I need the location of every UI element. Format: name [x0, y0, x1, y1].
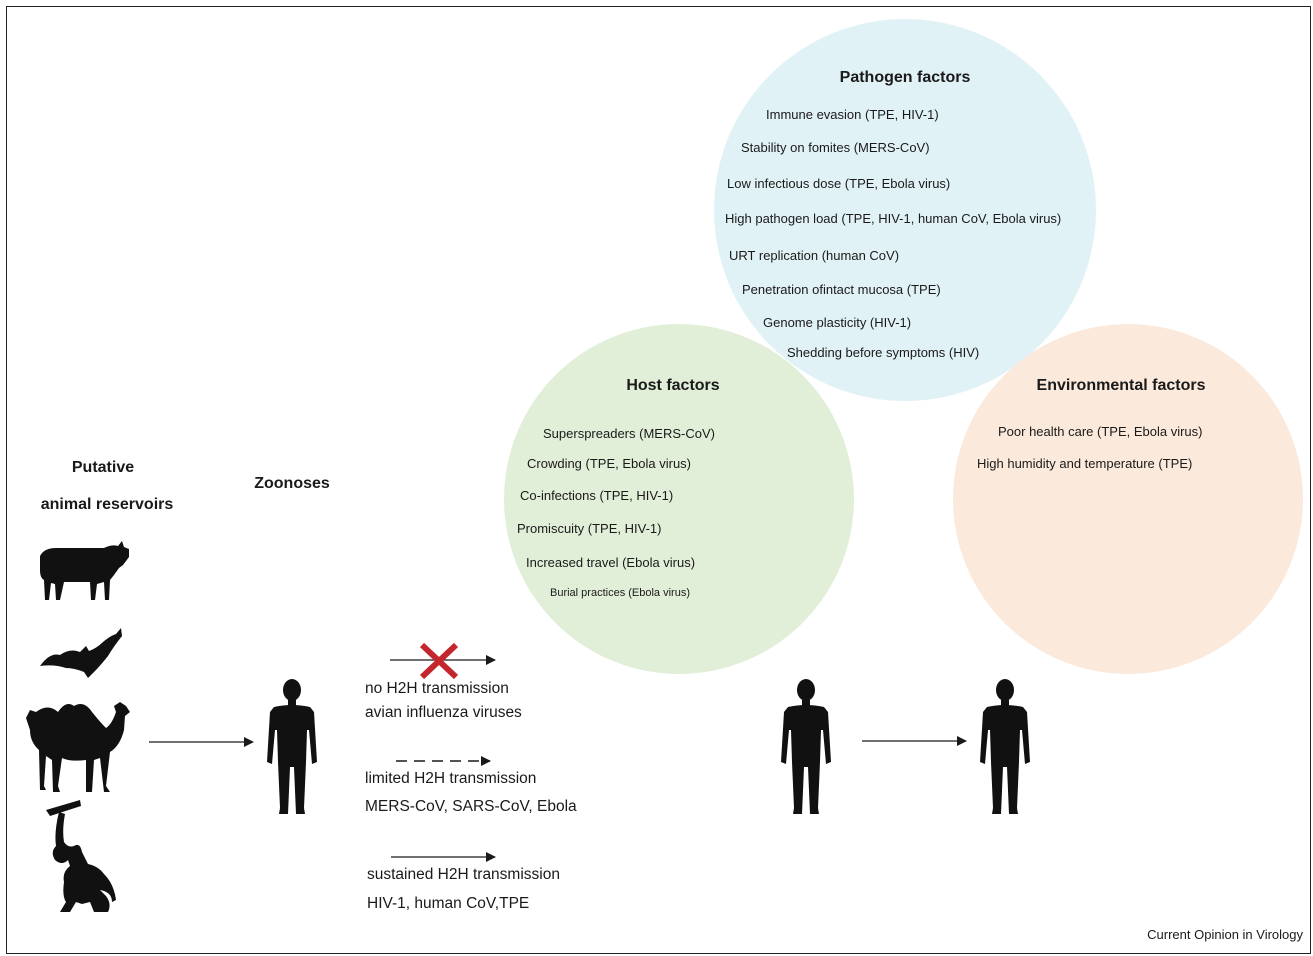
host-factors-circle	[504, 324, 854, 674]
reservoirs-title-line1: Putative	[71, 459, 135, 476]
environmental-factor-item: High humidity and temperature (TPE)	[977, 456, 1193, 471]
host-factor-item: Co-infections (TPE, HIV-1)	[520, 488, 674, 503]
pathogen-factor-item: High pathogen load (TPE, HIV-1, human Co…	[725, 211, 1062, 226]
host-factor-item: Burial practices (Ebola virus)	[550, 587, 690, 599]
blocked-cross-icon	[419, 642, 459, 680]
camel-icon	[26, 702, 130, 792]
environmental-factor-item: Poor health care (TPE, Ebola virus)	[998, 424, 1203, 439]
reservoirs-title-line2: animal reservoirs	[40, 496, 174, 513]
transmission-label: no H2H transmission	[365, 680, 509, 697]
human-icon	[980, 679, 1030, 814]
pathogen-factors-circle	[714, 19, 1096, 401]
zoonoses-title: Zoonoses	[254, 475, 330, 492]
transmission-examples: avian influenza viruses	[365, 704, 522, 721]
human-icon	[267, 679, 317, 814]
environmental-factors-title: Environmental factors	[1036, 377, 1206, 394]
pathogen-factor-item: Shedding before symptoms (HIV)	[787, 345, 980, 360]
environmental-factors-circle	[953, 324, 1303, 674]
host-factor-item: Superspreaders (MERS-CoV)	[543, 426, 715, 441]
pathogen-factor-item: Genome plasticity (HIV-1)	[763, 315, 912, 330]
chimpanzee-icon	[46, 800, 116, 912]
pathogen-factor-item: URT replication (human CoV)	[729, 248, 900, 263]
cow-icon	[40, 541, 129, 600]
transmission-label: limited H2H transmission	[365, 770, 537, 787]
host-factors-title: Host factors	[626, 377, 720, 394]
pathogen-factors-title: Pathogen factors	[839, 69, 971, 86]
transmission-examples: MERS-CoV, SARS-CoV, Ebola	[365, 798, 577, 815]
journal-credit: Current Opinion in Virology	[1147, 927, 1303, 942]
host-factor-item: Crowding (TPE, Ebola virus)	[527, 456, 691, 471]
human-icon	[781, 679, 831, 814]
pathogen-factor-item: Penetration ofintact mucosa (TPE)	[742, 282, 941, 297]
bat-icon	[40, 628, 122, 678]
transmission-label: sustained H2H transmission	[367, 866, 560, 883]
pathogen-factor-item: Low infectious dose (TPE, Ebola virus)	[727, 176, 951, 191]
pathogen-factor-item: Immune evasion (TPE, HIV-1)	[766, 107, 939, 122]
host-factor-item: Increased travel (Ebola virus)	[526, 555, 696, 570]
transmission-examples: HIV-1, human CoV,TPE	[367, 895, 530, 912]
pathogen-factor-item: Stability on fomites (MERS-CoV)	[741, 140, 930, 155]
host-factor-item: Promiscuity (TPE, HIV-1)	[517, 521, 662, 536]
